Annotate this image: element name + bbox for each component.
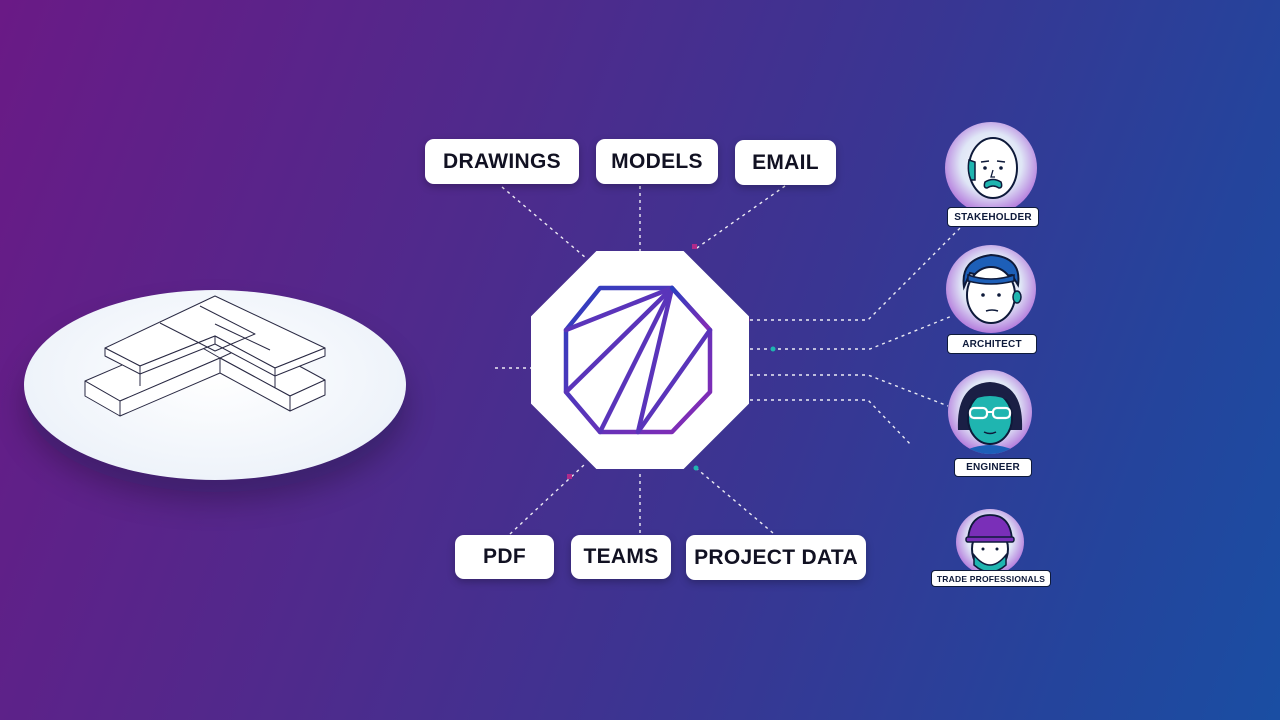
- source-models-label: MODELS: [611, 149, 703, 173]
- role-stakeholder-label: STAKEHOLDER: [954, 211, 1032, 223]
- source-project-data: PROJECT DATA: [686, 535, 866, 580]
- connector-node: [567, 474, 572, 479]
- connector-stakeholder: [750, 227, 961, 321]
- connector-project-data: [695, 467, 774, 534]
- source-pdf-label: PDF: [483, 545, 526, 568]
- connector-architect: [750, 315, 953, 350]
- role-architect: ARCHITECT: [947, 334, 1037, 354]
- polygon-logo-icon: [563, 285, 713, 435]
- source-email: EMAIL: [735, 140, 836, 185]
- connector-email: [693, 185, 786, 251]
- architect-avatar-icon: [946, 245, 1036, 333]
- role-trade-professionals: TRADE PROFESSIONALS: [931, 570, 1051, 587]
- source-project-data-label: PROJECT DATA: [694, 545, 858, 569]
- connector-pdf: [509, 464, 585, 535]
- connector-engineer: [750, 374, 949, 407]
- role-architect-label: ARCHITECT: [962, 338, 1022, 350]
- source-teams-label: TEAMS: [583, 545, 659, 568]
- source-pdf: PDF: [455, 535, 554, 579]
- connector-drawings: [501, 186, 587, 259]
- engineer-avatar-icon: [948, 370, 1032, 454]
- connector-node: [692, 244, 697, 249]
- stakeholder-avatar-icon: [945, 122, 1037, 214]
- source-models: MODELS: [596, 139, 718, 184]
- role-engineer: ENGINEER: [954, 458, 1032, 477]
- connector-node: [770, 346, 776, 352]
- connector-trade: [750, 399, 913, 447]
- connector-node: [693, 465, 699, 471]
- trade-professional-avatar-icon: [956, 509, 1024, 575]
- source-email-label: EMAIL: [752, 150, 819, 174]
- source-teams: TEAMS: [571, 535, 671, 579]
- role-engineer-label: ENGINEER: [966, 462, 1020, 473]
- source-drawings-label: DRAWINGS: [443, 149, 561, 173]
- role-stakeholder: STAKEHOLDER: [947, 207, 1039, 227]
- building-wireframe-icon: [84, 295, 326, 417]
- source-drawings: DRAWINGS: [425, 139, 579, 184]
- role-trade-professionals-label: TRADE PROFESSIONALS: [936, 573, 1046, 584]
